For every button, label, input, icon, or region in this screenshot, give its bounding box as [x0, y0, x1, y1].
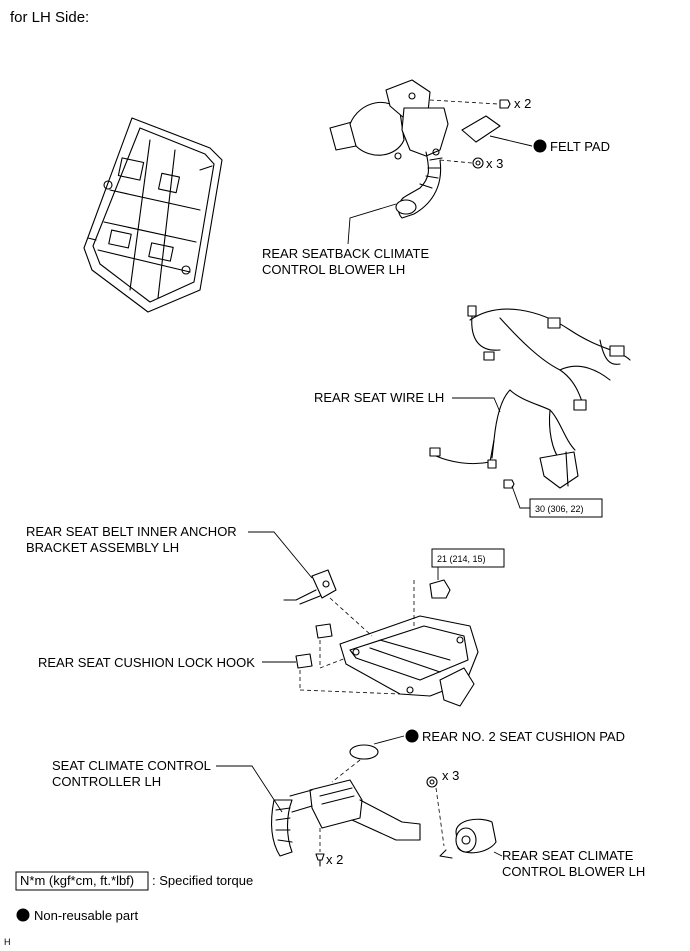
cushion-pad-part [349, 744, 379, 760]
torque-value-wire: 30 (306, 22) [535, 504, 584, 514]
nut-count-bottom: x 3 [442, 768, 459, 783]
felt-pad-label: FELT PAD [550, 139, 610, 154]
upper-blower-label-2: CONTROL BLOWER LH [262, 262, 405, 277]
seat-cushion-frame-part [339, 615, 479, 707]
upper-blower-label: REAR SEATBACK CLIMATE [262, 246, 429, 261]
torque-value-frame: 21 (214, 15) [437, 554, 486, 564]
seatback-frame-part [83, 117, 223, 313]
legend-non-reusable-text: Non-reusable part [34, 908, 138, 923]
wire-label: REAR SEAT WIRE LH [314, 390, 444, 405]
non-reusable-dot-icon [16, 908, 30, 922]
seat-belt-anchor-bracket-part [283, 569, 337, 605]
rear-seat-wire-part [429, 305, 631, 489]
lower-blower-label: REAR SEAT CLIMATE [502, 848, 634, 863]
legend-torque-text: : Specified torque [152, 873, 253, 888]
legend-torque-units: N*m (kgf*cm, ft.*lbf) [20, 873, 134, 888]
non-reusable-dot-icon [533, 139, 547, 153]
rear-seatback-blower-part [329, 79, 449, 219]
anchor-bracket-label-2: BRACKET ASSEMBLY LH [26, 540, 179, 555]
screw-icon [315, 853, 325, 867]
bolt-count-top: x 2 [514, 96, 531, 111]
screw-count-bottom: x 2 [326, 852, 343, 867]
cushion-pad-label: REAR NO. 2 SEAT CUSHION PAD [422, 729, 625, 744]
torque-box-frame [431, 548, 505, 568]
non-reusable-dot-icon [405, 729, 419, 743]
anchor-bracket-label: REAR SEAT BELT INNER ANCHOR [26, 524, 237, 539]
nut-icon [472, 157, 484, 169]
nut-icon [426, 776, 438, 788]
torque-box-wire [529, 498, 603, 518]
felt-pad-part [461, 115, 501, 143]
controller-label: SEAT CLIMATE CONTROL [52, 758, 211, 773]
nut-count-top: x 3 [486, 156, 503, 171]
nut-icon [429, 579, 451, 599]
seat-climate-controller-part [270, 779, 421, 857]
corner-mark: H [4, 937, 11, 947]
page-title: for LH Side: [10, 9, 89, 26]
rear-seat-blower-part [439, 818, 497, 859]
cushion-lock-hook-part [295, 623, 333, 669]
lower-blower-label-2: CONTROL BLOWER LH [502, 864, 645, 879]
bolt-icon [503, 479, 515, 489]
lock-hook-label: REAR SEAT CUSHION LOCK HOOK [38, 655, 255, 670]
bolt-icon [499, 99, 511, 109]
legend-torque-box [15, 871, 149, 891]
controller-label-2: CONTROLLER LH [52, 774, 161, 789]
